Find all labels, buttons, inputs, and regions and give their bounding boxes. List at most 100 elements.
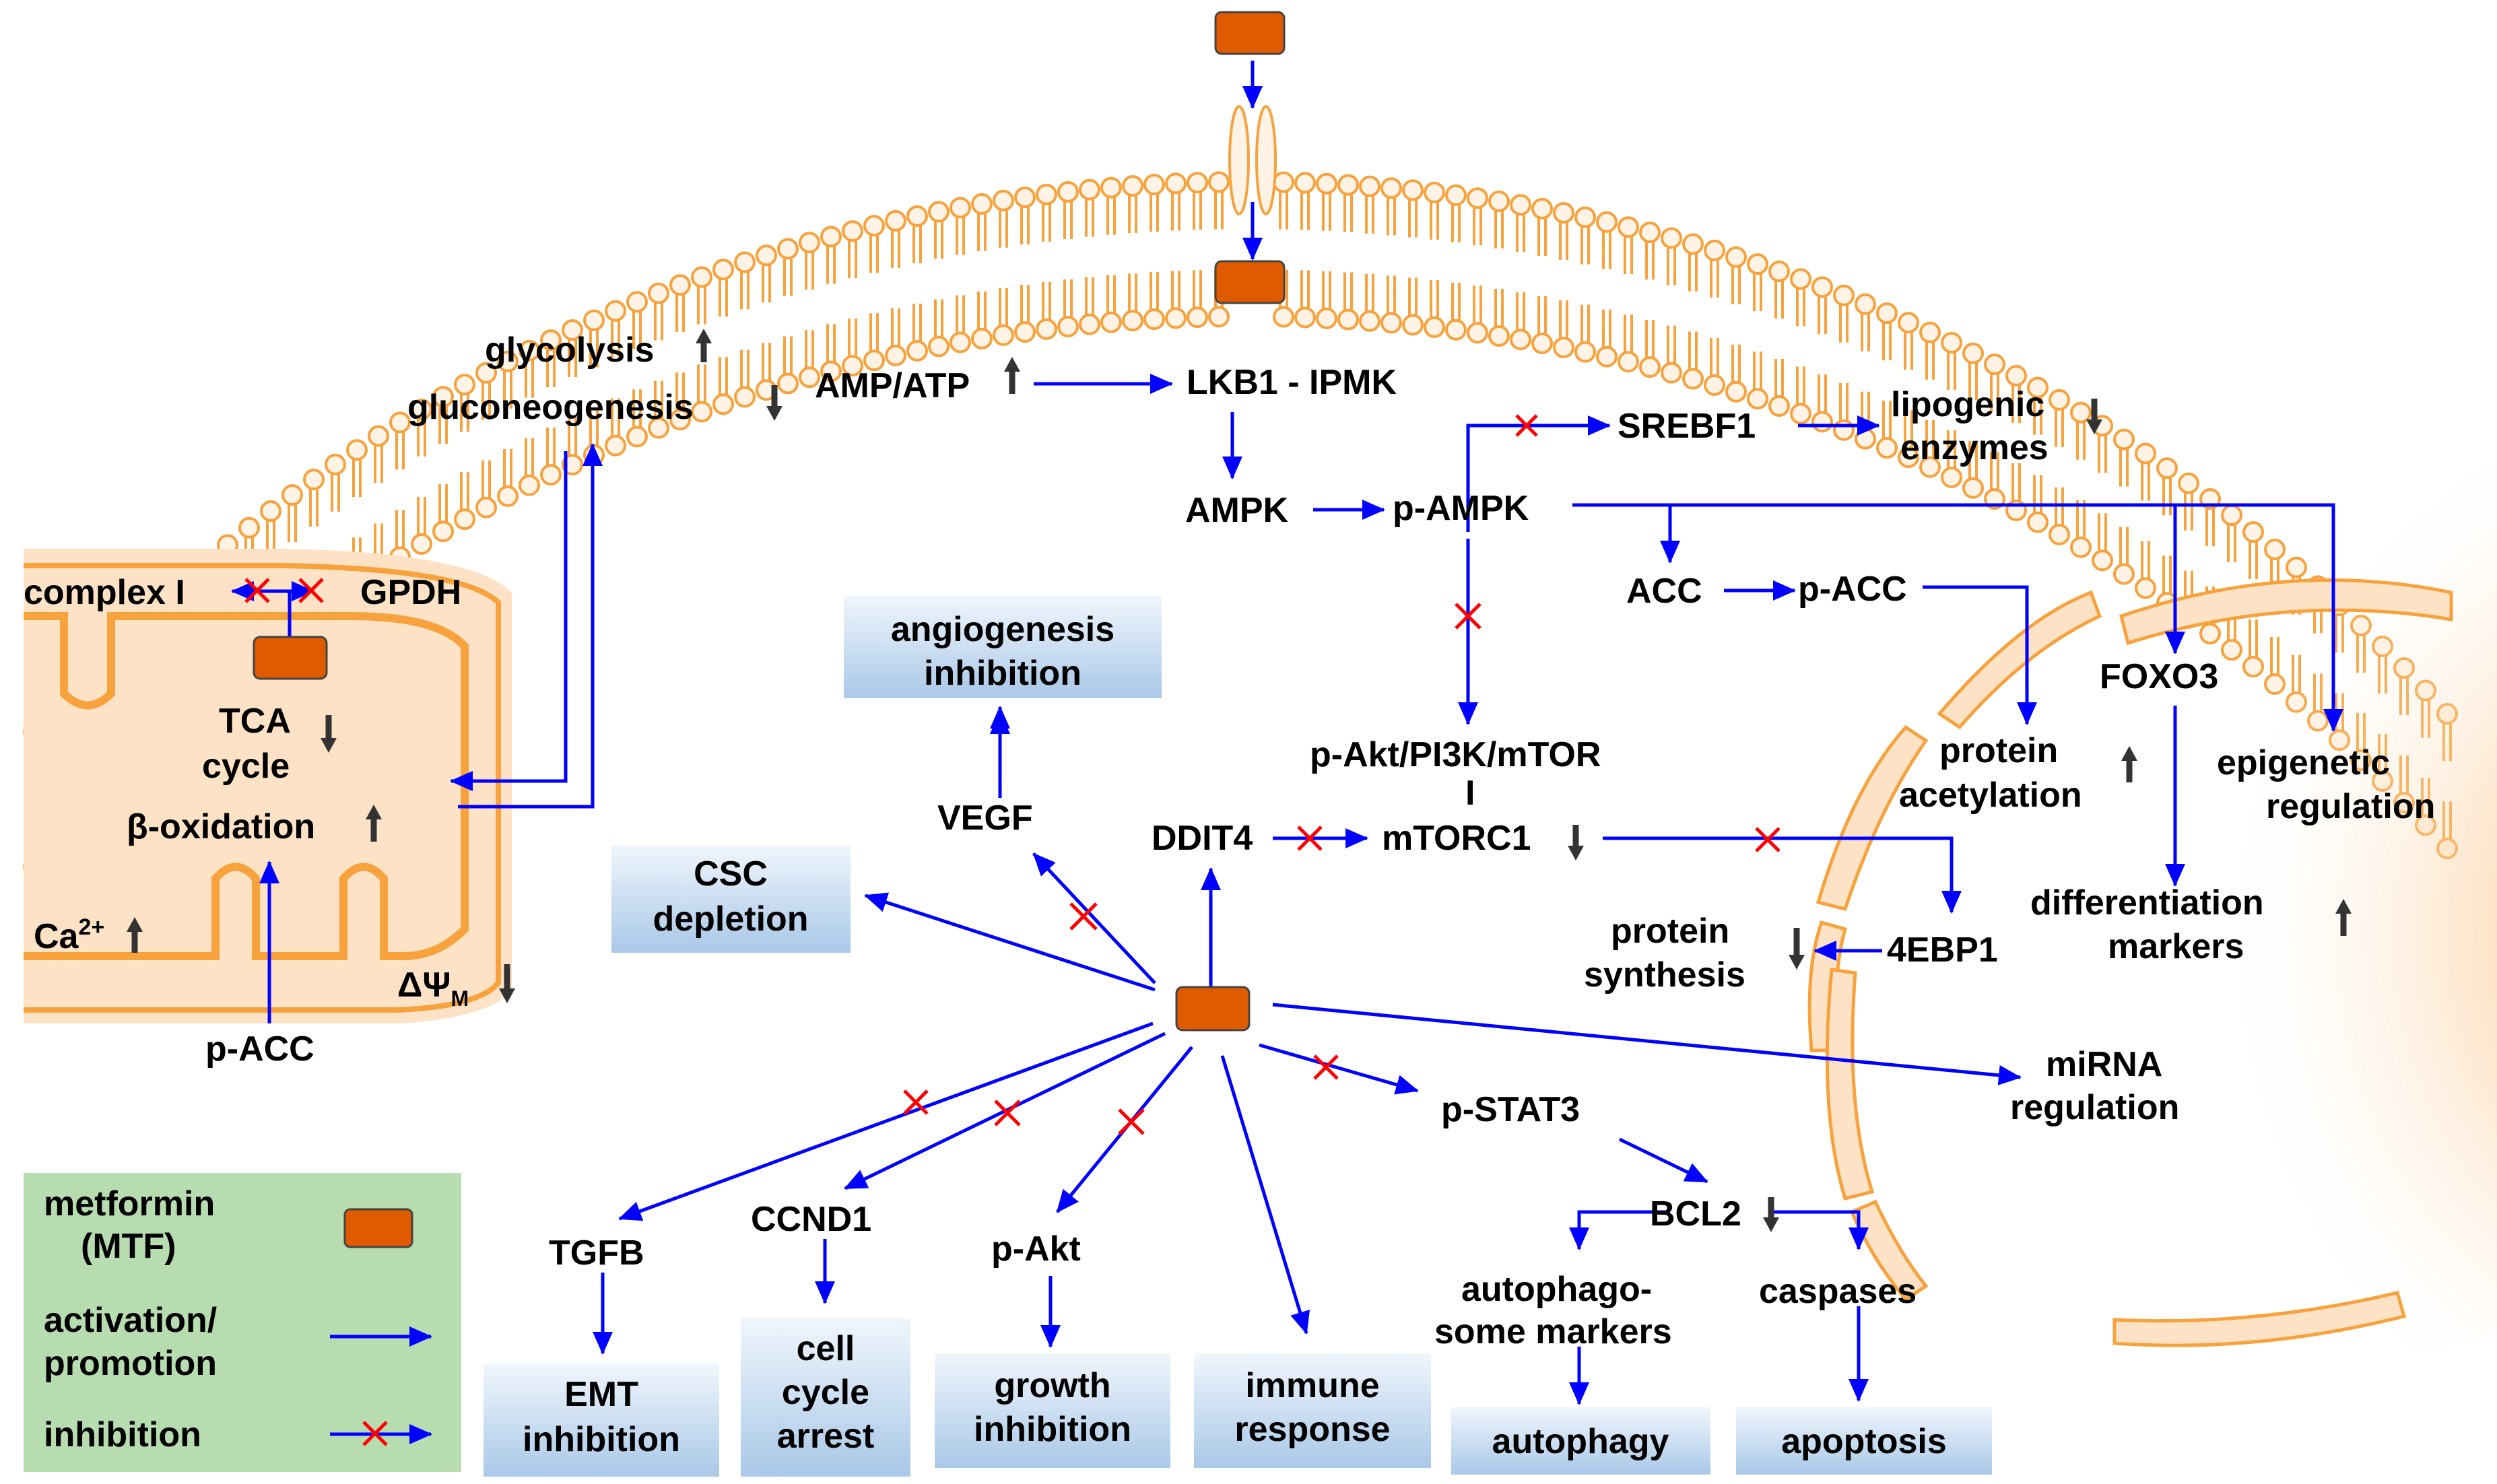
lipid-head	[971, 327, 993, 349]
metformin-molecules	[253, 11, 1286, 1032]
svg-text:enzymes: enzymes	[1900, 428, 2049, 467]
svg-text:(MTF): (MTF)	[81, 1227, 176, 1266]
lipid-head	[1574, 341, 1596, 363]
svg-text:inhibition: inhibition	[974, 1410, 1131, 1449]
svg-text:cycle: cycle	[782, 1373, 869, 1412]
cross-ddit4	[1297, 825, 1323, 851]
lipid-head	[540, 464, 562, 486]
lipid-head	[906, 339, 928, 362]
lipid-head	[1790, 268, 1811, 290]
cross-pakt	[1118, 1108, 1145, 1135]
lipid-head	[1488, 191, 1510, 213]
lipid-head	[1531, 332, 1553, 354]
outcome-boxes: angiogenesis inhibition CSC depletion EM…	[484, 596, 1992, 1477]
svg-text:immune: immune	[1245, 1366, 1379, 1405]
lipid-head	[1316, 172, 1337, 195]
lipid-head	[1316, 307, 1337, 329]
svg-text:BCL2: BCL2	[1650, 1194, 1741, 1234]
lipid-head	[1898, 446, 1919, 469]
lipid-head	[1402, 179, 1424, 201]
pathway-arrows	[231, 61, 2343, 1405]
pathway-labels: glycolysis gluconeogenesis AMP/ATP LKB1 …	[24, 331, 2435, 1351]
lipid-head	[1036, 318, 1057, 340]
svg-text:I: I	[1465, 774, 1475, 813]
lipid-head	[389, 411, 411, 434]
svg-text:epigenetic: epigenetic	[2217, 743, 2390, 782]
lipid-head	[411, 398, 432, 420]
decrease-arrowhead	[1568, 846, 1584, 861]
lipid-head	[1898, 312, 1919, 334]
lipid-head	[1747, 388, 1768, 410]
increase-arrowhead	[696, 329, 712, 343]
lipid-head	[1359, 310, 1380, 332]
lipid-head	[1467, 322, 1488, 344]
lipid-head	[475, 496, 497, 518]
lipid-head	[1122, 310, 1143, 332]
decrease-arrowhead	[2086, 419, 2102, 434]
lipid-head	[885, 209, 906, 232]
svg-text:ΔΨM: ΔΨM	[397, 966, 469, 1011]
legend-metformin-icon	[343, 1208, 413, 1248]
lipid-head	[1337, 174, 1359, 196]
svg-text:mTORC1: mTORC1	[1382, 819, 1531, 858]
lipid-head	[1682, 233, 1704, 255]
svg-text:miRNA: miRNA	[2046, 1045, 2162, 1084]
lipid-head	[1747, 253, 1768, 275]
lipid-head	[1531, 197, 1553, 220]
cross-stat3	[1313, 1054, 1339, 1080]
lipid-head	[1402, 314, 1424, 336]
lipid-head	[368, 425, 389, 447]
lipid-head	[562, 454, 583, 476]
decrease-arrowhead	[1763, 1217, 1779, 1232]
cross-akt	[1455, 603, 1481, 630]
lipid-head	[1208, 171, 1230, 193]
lipid-head	[540, 329, 562, 351]
svg-text:autophago-: autophago-	[1461, 1270, 1652, 1309]
svg-text:β-oxidation: β-oxidation	[127, 807, 315, 846]
cross-tgfb	[903, 1089, 929, 1115]
lipid-head	[2027, 511, 2049, 533]
lipid-head	[346, 439, 368, 461]
lipid-head	[1014, 187, 1036, 209]
lipid-head	[1811, 411, 1833, 433]
lipid-head	[669, 274, 691, 296]
lipid-head	[1833, 284, 1855, 306]
lipid-head	[1704, 239, 1725, 261]
lipid-head	[1510, 194, 1531, 216]
svg-text:acetylation: acetylation	[1899, 776, 2082, 815]
svg-text:SREBF1: SREBF1	[1618, 407, 1756, 446]
legend: metformin (MTF) activation/ promotion in…	[24, 1173, 461, 1472]
lipid-head	[691, 266, 712, 288]
svg-text:growth: growth	[994, 1366, 1110, 1405]
svg-text:autophagy: autophagy	[1492, 1422, 1669, 1461]
lipid-head	[605, 434, 626, 457]
svg-text:protein: protein	[1939, 731, 2058, 770]
svg-text:cycle: cycle	[202, 747, 290, 786]
lipid-head	[1768, 261, 1790, 283]
lipid-head	[1811, 276, 1833, 298]
lipid-head	[1553, 202, 1574, 224]
lipid-head	[1424, 316, 1445, 338]
svg-text:complex I: complex I	[24, 573, 185, 612]
lipid-head	[626, 291, 648, 313]
cross-srebf1	[1515, 414, 1538, 437]
lipid-head	[2070, 401, 2092, 424]
metformin-mitochondria	[253, 636, 328, 680]
svg-text:Ca2+: Ca2+	[34, 914, 104, 956]
svg-text:differentiation: differentiation	[2030, 883, 2264, 922]
lipid-head	[1941, 466, 1962, 488]
lipid-head	[820, 360, 842, 382]
lipid-head	[497, 485, 519, 507]
lipid-head	[1100, 176, 1122, 199]
svg-text:angiogenesis: angiogenesis	[891, 610, 1114, 649]
lipid-head	[1359, 175, 1380, 197]
lipid-head	[1445, 184, 1467, 206]
metformin-center	[1175, 986, 1251, 1032]
svg-text:inhibition: inhibition	[924, 654, 1081, 693]
lipid-head	[281, 484, 303, 506]
lipid-head	[1079, 178, 1100, 201]
lipid-head	[906, 205, 928, 227]
lipid-head	[1036, 183, 1057, 205]
lipid-head	[626, 426, 648, 448]
lipid-head	[777, 238, 799, 260]
